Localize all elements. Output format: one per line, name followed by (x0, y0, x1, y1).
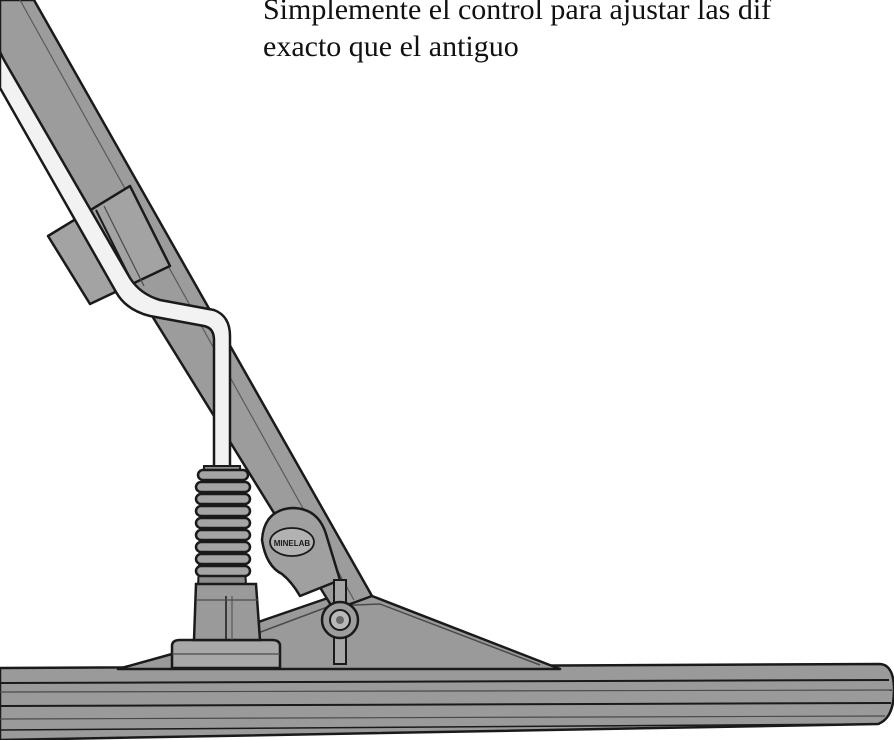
caption-line-2: exacto que el antiguo (263, 30, 519, 63)
cable-strain-relief (192, 465, 262, 642)
brand-logo: MINELAB (274, 539, 311, 548)
caption-text: Simplemente el control para ajustar las … (263, 0, 894, 65)
coil-cable (0, 50, 232, 472)
caption-line-1: Simplemente el control para ajustar las … (263, 0, 772, 26)
yoke-lug: MINELAB (260, 506, 342, 598)
search-coil (0, 662, 894, 740)
wing-nut (320, 579, 360, 665)
